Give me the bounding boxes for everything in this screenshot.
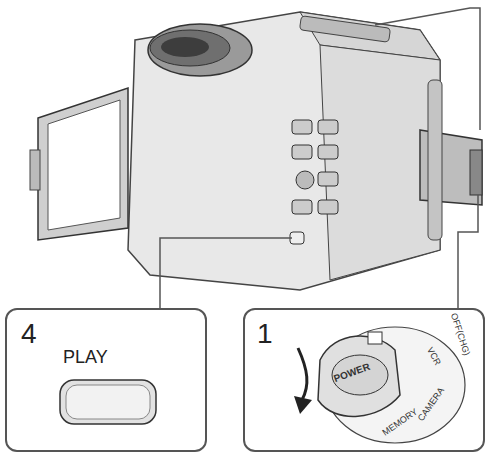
step-number: 1 [257, 320, 273, 348]
callout-box: 1 [243, 308, 485, 452]
dial-label: OFF(CHG) [449, 312, 471, 357]
button-label: PLAY [63, 348, 108, 366]
callout-box: 4PLAY [5, 308, 207, 452]
step-number: 4 [21, 320, 37, 348]
